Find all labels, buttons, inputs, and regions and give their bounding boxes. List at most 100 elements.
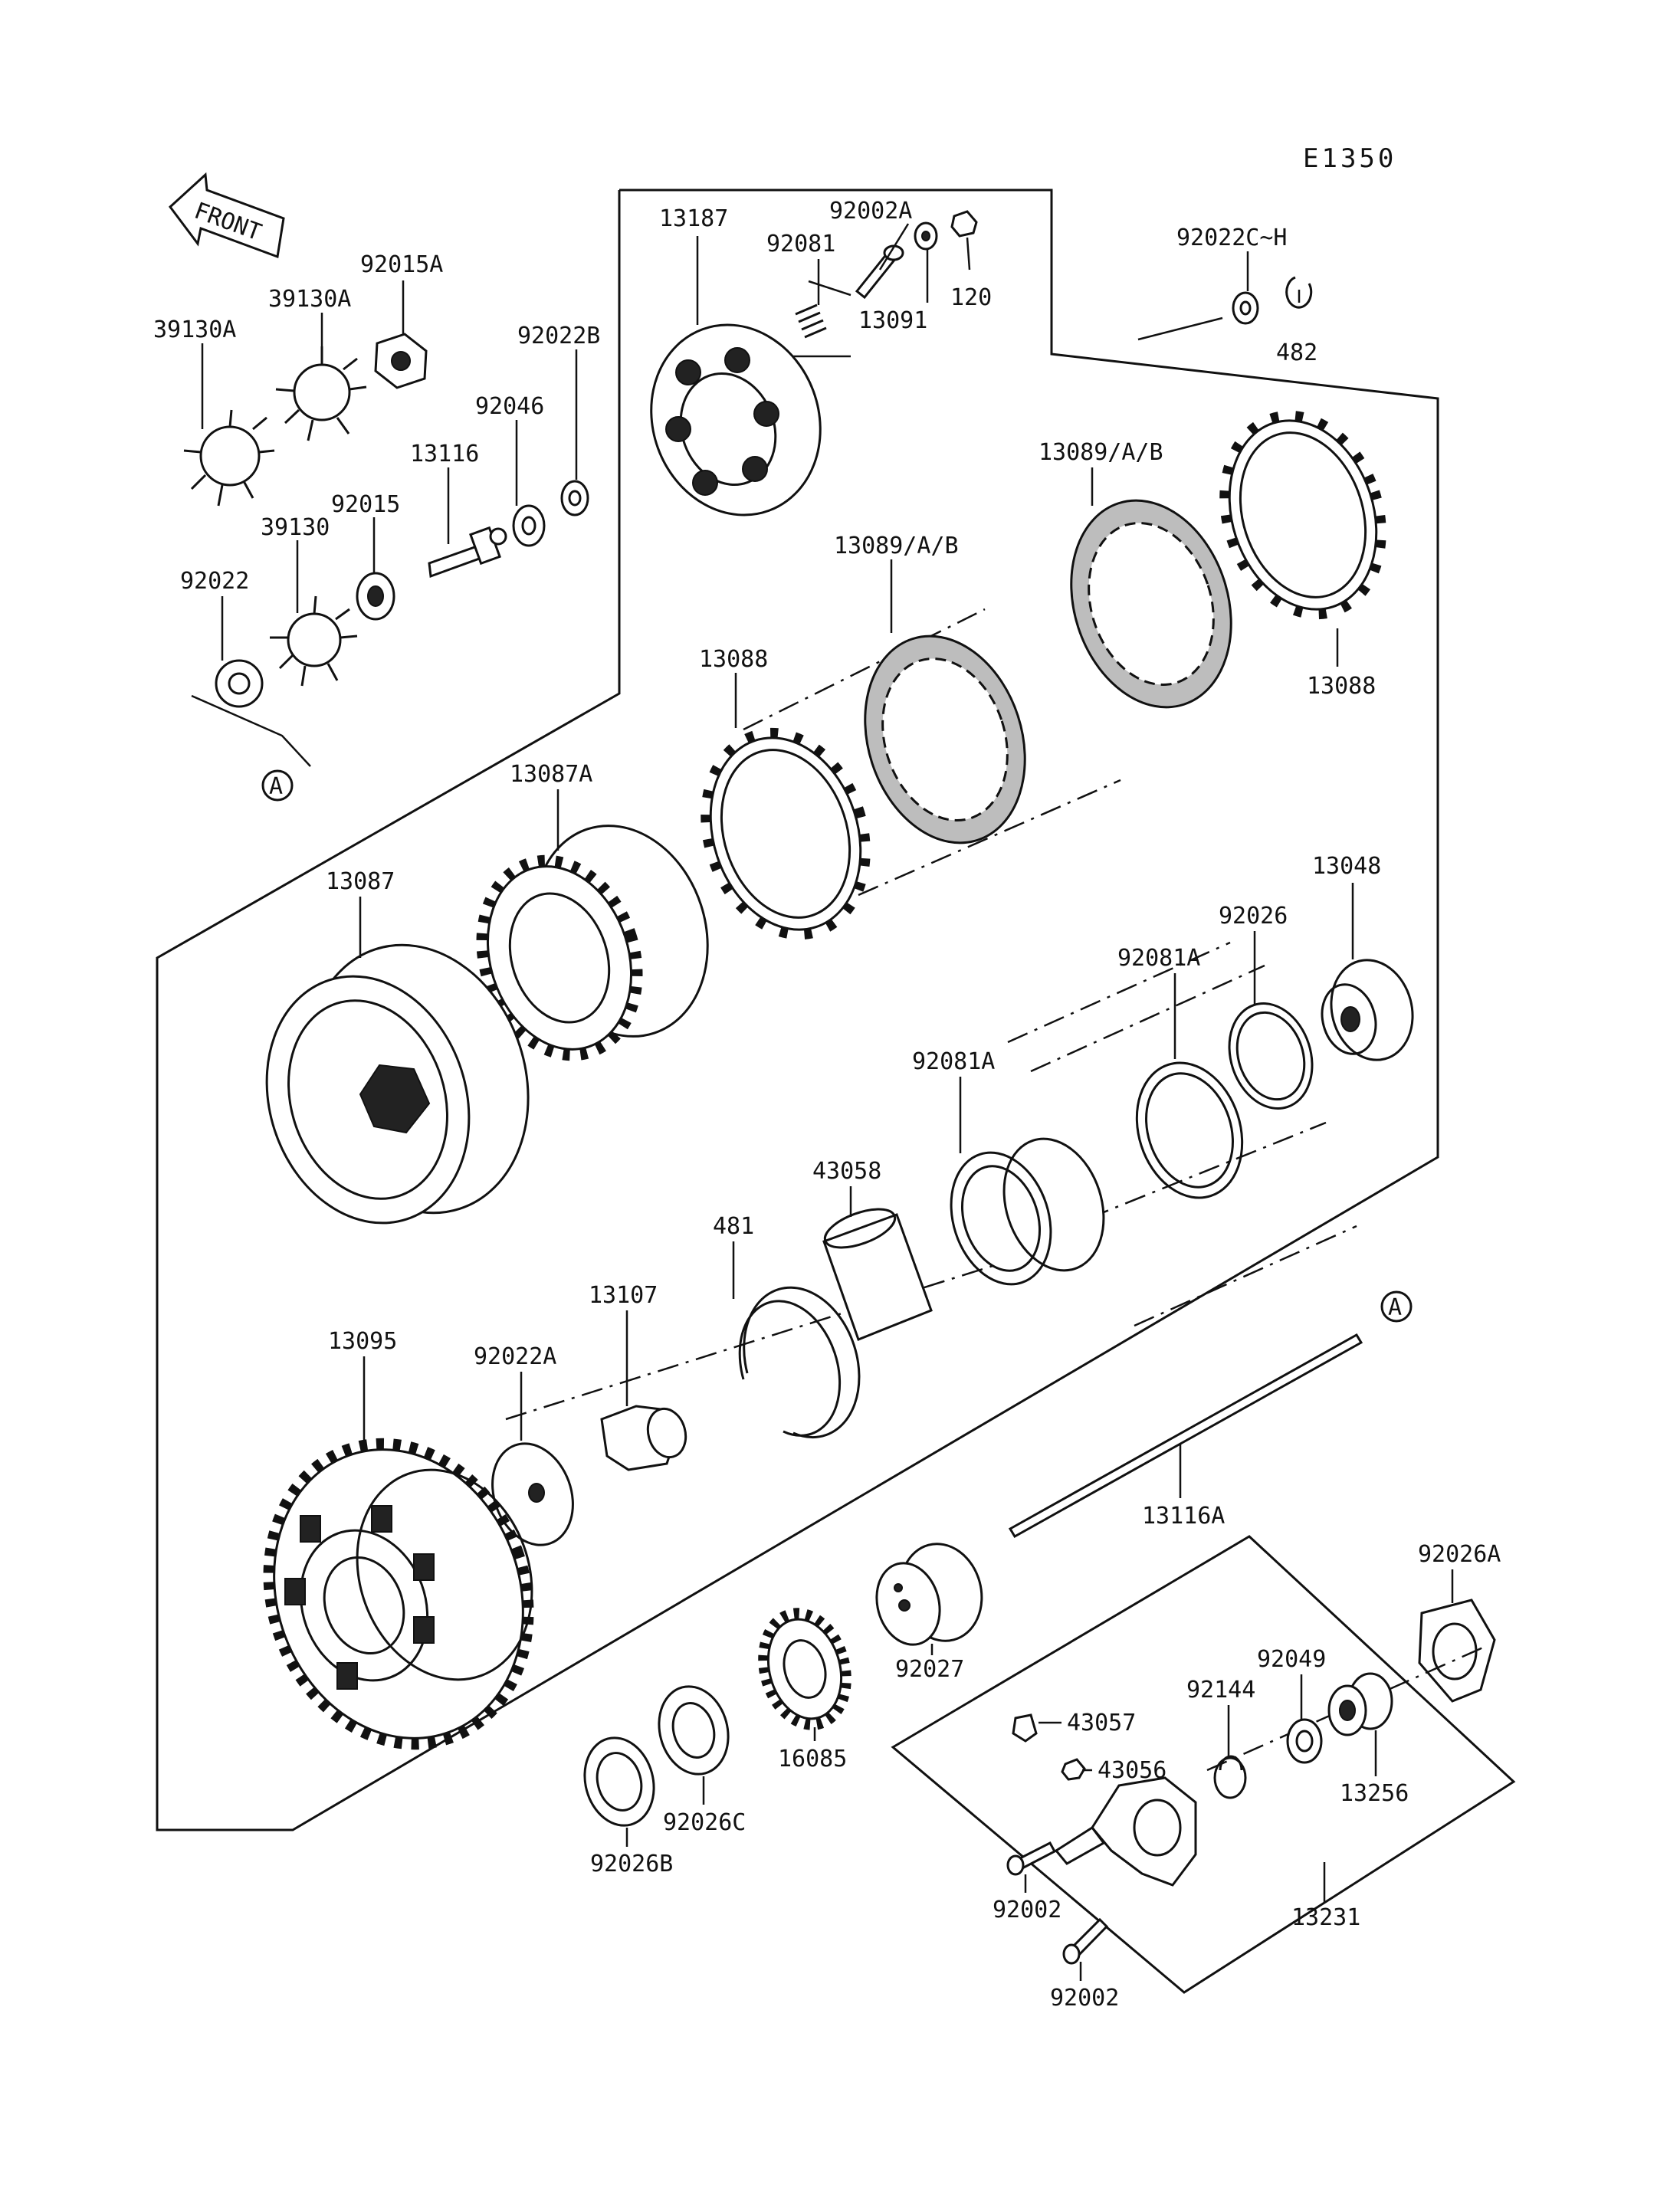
part-13088-friction-plate-rear [1219, 410, 1386, 620]
part-92027-guide [875, 1543, 983, 1646]
part-43058-sleeve [822, 1208, 933, 1341]
part-92144-spring [1213, 1755, 1247, 1799]
diagram-code: E1350 [1303, 143, 1396, 174]
ref-marker-a-left-label: A [269, 773, 283, 800]
label-43056: 43056 [1098, 1757, 1166, 1784]
part-120-bolt [950, 210, 978, 238]
part-92015A-nut [374, 333, 428, 389]
part-92022CH-shim [1232, 291, 1259, 325]
part-43057-pin [1012, 1713, 1038, 1743]
part-39130A-lockwasher-2 [275, 346, 367, 441]
label-92002-upper: 92002 [993, 1897, 1061, 1923]
part-13116A-pushrod [1008, 1333, 1363, 1539]
part-13089AB-steel-plate-rear [1070, 499, 1232, 709]
part-92049-seal [1286, 1718, 1323, 1764]
part-92046-bearing [512, 504, 546, 547]
part-92022-washer [215, 659, 264, 708]
label-92144: 92144 [1186, 1677, 1255, 1703]
label-92015: 92015 [331, 491, 400, 518]
part-481-circlip [738, 1286, 861, 1439]
label-92046: 92046 [475, 393, 544, 420]
ref-marker-a-right-label: A [1388, 1294, 1402, 1321]
label-13089AB-lower: 13089/A/B [834, 533, 959, 559]
label-39130A-upper: 39130A [268, 286, 351, 313]
label-13087: 13087 [326, 868, 395, 895]
part-92026C-washer [658, 1685, 730, 1776]
part-482-circlip [1285, 276, 1313, 309]
label-92015A: 92015A [360, 251, 443, 278]
label-482: 482 [1276, 339, 1317, 366]
label-13088-right: 13088 [1307, 673, 1376, 700]
label-481: 481 [713, 1213, 754, 1240]
label-43058: 43058 [812, 1158, 881, 1185]
part-92081A-spring-washer-rear [1135, 1061, 1244, 1199]
part-92022B-washer [560, 480, 589, 516]
part-39130A-lockwasher-1 [183, 409, 275, 507]
assembly-outline [156, 189, 1516, 1994]
label-13116A: 13116A [1142, 1503, 1225, 1530]
label-92022C-H: 92022C~H [1176, 225, 1288, 251]
sub-assembly-13231-outline [891, 1535, 1516, 1994]
part-13107-shaft-sleeve [600, 1405, 687, 1471]
label-92027: 92027 [895, 1656, 964, 1683]
part-13087A-clutch-hub [476, 825, 709, 1061]
label-92026B: 92026B [590, 1851, 673, 1877]
label-13048: 13048 [1312, 853, 1381, 880]
ref-marker-a-right: A [1380, 1290, 1413, 1323]
label-43057: 43057 [1067, 1710, 1136, 1736]
part-13231-release-housing [1054, 1776, 1197, 1887]
label-92026: 92026 [1219, 903, 1288, 930]
part-92081A-spring-washer-front [950, 1137, 1105, 1286]
part-92026A-gasket [1418, 1599, 1496, 1703]
part-92002-bolt-upper [1006, 1841, 1057, 1876]
label-13088-left: 13088 [699, 646, 768, 673]
ref-marker-a-left: A [261, 769, 294, 802]
part-92002A-bolt [855, 244, 904, 300]
part-13091-washer [914, 221, 938, 251]
part-13116-pushrod [428, 526, 507, 579]
part-43056-bolt [1061, 1758, 1086, 1781]
label-92049: 92049 [1257, 1646, 1326, 1673]
label-39130A-lower: 39130A [153, 316, 236, 343]
label-13095: 13095 [328, 1328, 397, 1355]
part-92002-bolt-lower [1062, 1917, 1109, 1965]
front-arrow: FRONT [168, 172, 285, 259]
label-92022: 92022 [180, 568, 249, 595]
part-13089AB-steel-plate-front [864, 635, 1026, 844]
part-13048-collar [1321, 959, 1414, 1061]
label-13091: 13091 [858, 307, 927, 334]
part-13095-primary-gear [263, 1438, 534, 1750]
part-92081-spring [795, 303, 827, 339]
label-92002-lower: 92002 [1050, 1985, 1119, 2012]
label-92026C: 92026C [663, 1809, 746, 1836]
label-13187: 13187 [659, 205, 728, 232]
label-92081A-lower: 92081A [912, 1048, 995, 1075]
part-92026B-washer [583, 1736, 655, 1827]
label-13231: 13231 [1291, 1904, 1360, 1931]
label-16085: 16085 [778, 1746, 847, 1772]
part-13088-friction-plate-front [701, 727, 871, 940]
label-13256: 13256 [1340, 1780, 1409, 1807]
part-92015-nut [356, 572, 395, 621]
label-13116: 13116 [410, 441, 479, 467]
part-16085-oil-pump-gear [758, 1608, 851, 1730]
part-13256-bearing [1327, 1672, 1393, 1736]
label-92022B: 92022B [517, 323, 600, 349]
label-13087A: 13087A [510, 761, 592, 788]
label-92022A: 92022A [474, 1343, 556, 1370]
part-13087-clutch-housing [265, 943, 530, 1225]
label-92081A-upper: 92081A [1117, 945, 1200, 972]
label-13107: 13107 [589, 1282, 658, 1309]
leader-lines [201, 223, 1454, 1981]
part-39130-lockwasher [270, 595, 358, 687]
label-92002A: 92002A [829, 198, 912, 225]
label-92081: 92081 [766, 231, 835, 257]
label-92026A: 92026A [1418, 1541, 1501, 1568]
label-120: 120 [950, 284, 992, 311]
label-13089AB-upper: 13089/A/B [1039, 439, 1163, 466]
centerlines [505, 280, 1484, 1772]
label-39130: 39130 [261, 514, 330, 541]
part-13187-pressure-plate [650, 323, 822, 516]
